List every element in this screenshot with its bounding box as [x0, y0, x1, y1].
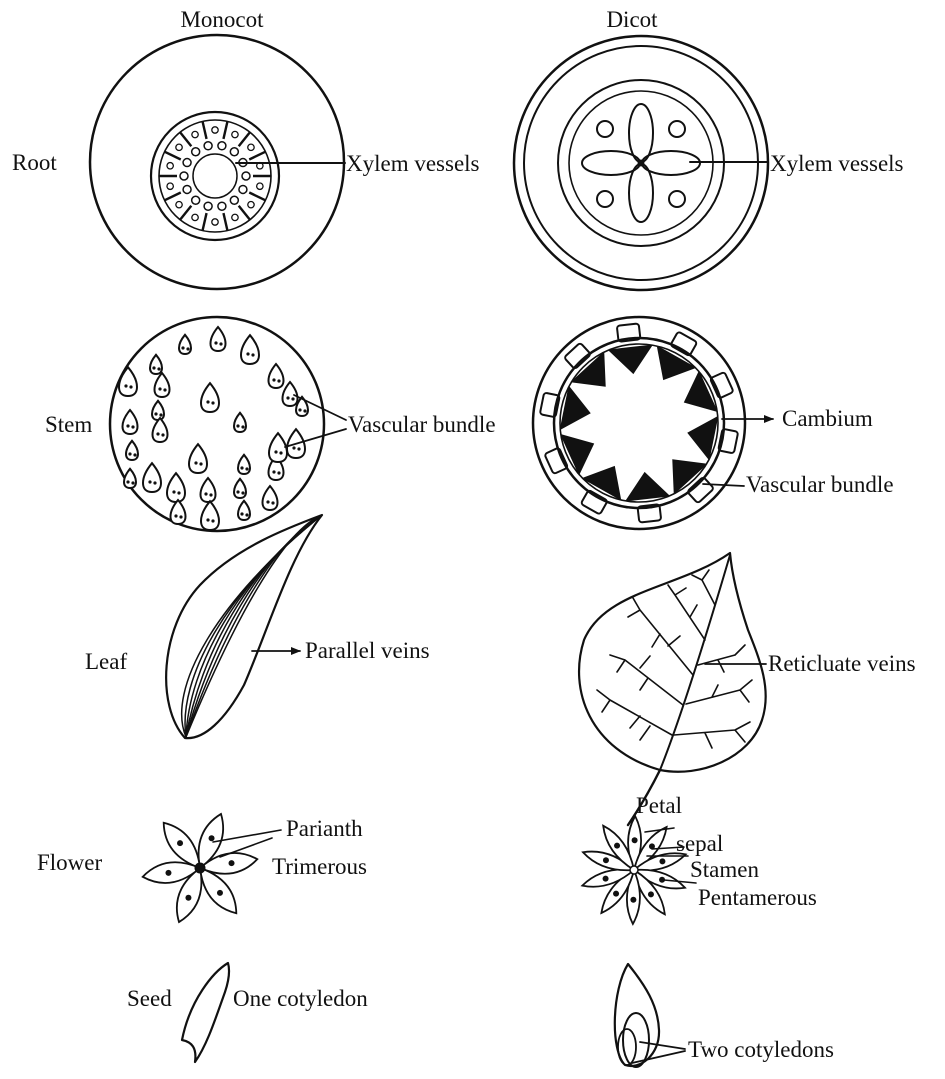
- dicot-seed: [615, 964, 685, 1067]
- dicot-leaf: [579, 553, 766, 825]
- row-label-flower: Flower: [37, 850, 103, 875]
- label-dicot-vascular-bundle: Vascular bundle: [746, 472, 894, 497]
- dicot-xylem-wedges: [560, 345, 717, 501]
- label-pentamerous: Pentamerous: [698, 885, 817, 910]
- row-label-root: Root: [12, 150, 57, 175]
- label-parianth: Parianth: [286, 816, 363, 841]
- monocot-seed: [182, 963, 229, 1062]
- row-label-stem: Stem: [45, 412, 92, 437]
- label-trimerous: Trimerous: [272, 854, 367, 879]
- monocot-stem-section: [110, 317, 346, 531]
- label-reticulate-veins: Reticluate veins: [768, 651, 916, 676]
- monocot-xylem-ring: [159, 121, 271, 230]
- label-petal: Petal: [636, 793, 682, 818]
- label-dicot-xylem-vessels: Xylem vessels: [770, 151, 904, 176]
- label-monocot-vascular-bundle: Vascular bundle: [348, 412, 496, 437]
- row-label-seed: Seed: [127, 986, 172, 1011]
- monocot-root-section: [90, 35, 345, 289]
- label-parallel-veins: Parallel veins: [305, 638, 430, 663]
- row-label-leaf: Leaf: [85, 649, 127, 674]
- label-sepal: sepal: [676, 831, 723, 856]
- label-two-cotyledons: Two cotyledons: [688, 1037, 834, 1062]
- monocot-leaf: [166, 515, 322, 738]
- label-one-cotyledon: One cotyledon: [233, 986, 368, 1011]
- label-stamen: Stamen: [690, 857, 759, 882]
- dicot-root-section: [514, 36, 768, 290]
- label-dicot-cambium: Cambium: [782, 406, 873, 431]
- monocot-column-header: Monocot: [180, 7, 264, 32]
- dicot-column-header: Dicot: [606, 7, 658, 32]
- label-monocot-xylem-vessels: Xylem vessels: [346, 151, 480, 176]
- dicot-stem-section: [533, 317, 773, 529]
- monocot-flower: [143, 814, 281, 922]
- monocot-vascular-bundles: [119, 327, 308, 530]
